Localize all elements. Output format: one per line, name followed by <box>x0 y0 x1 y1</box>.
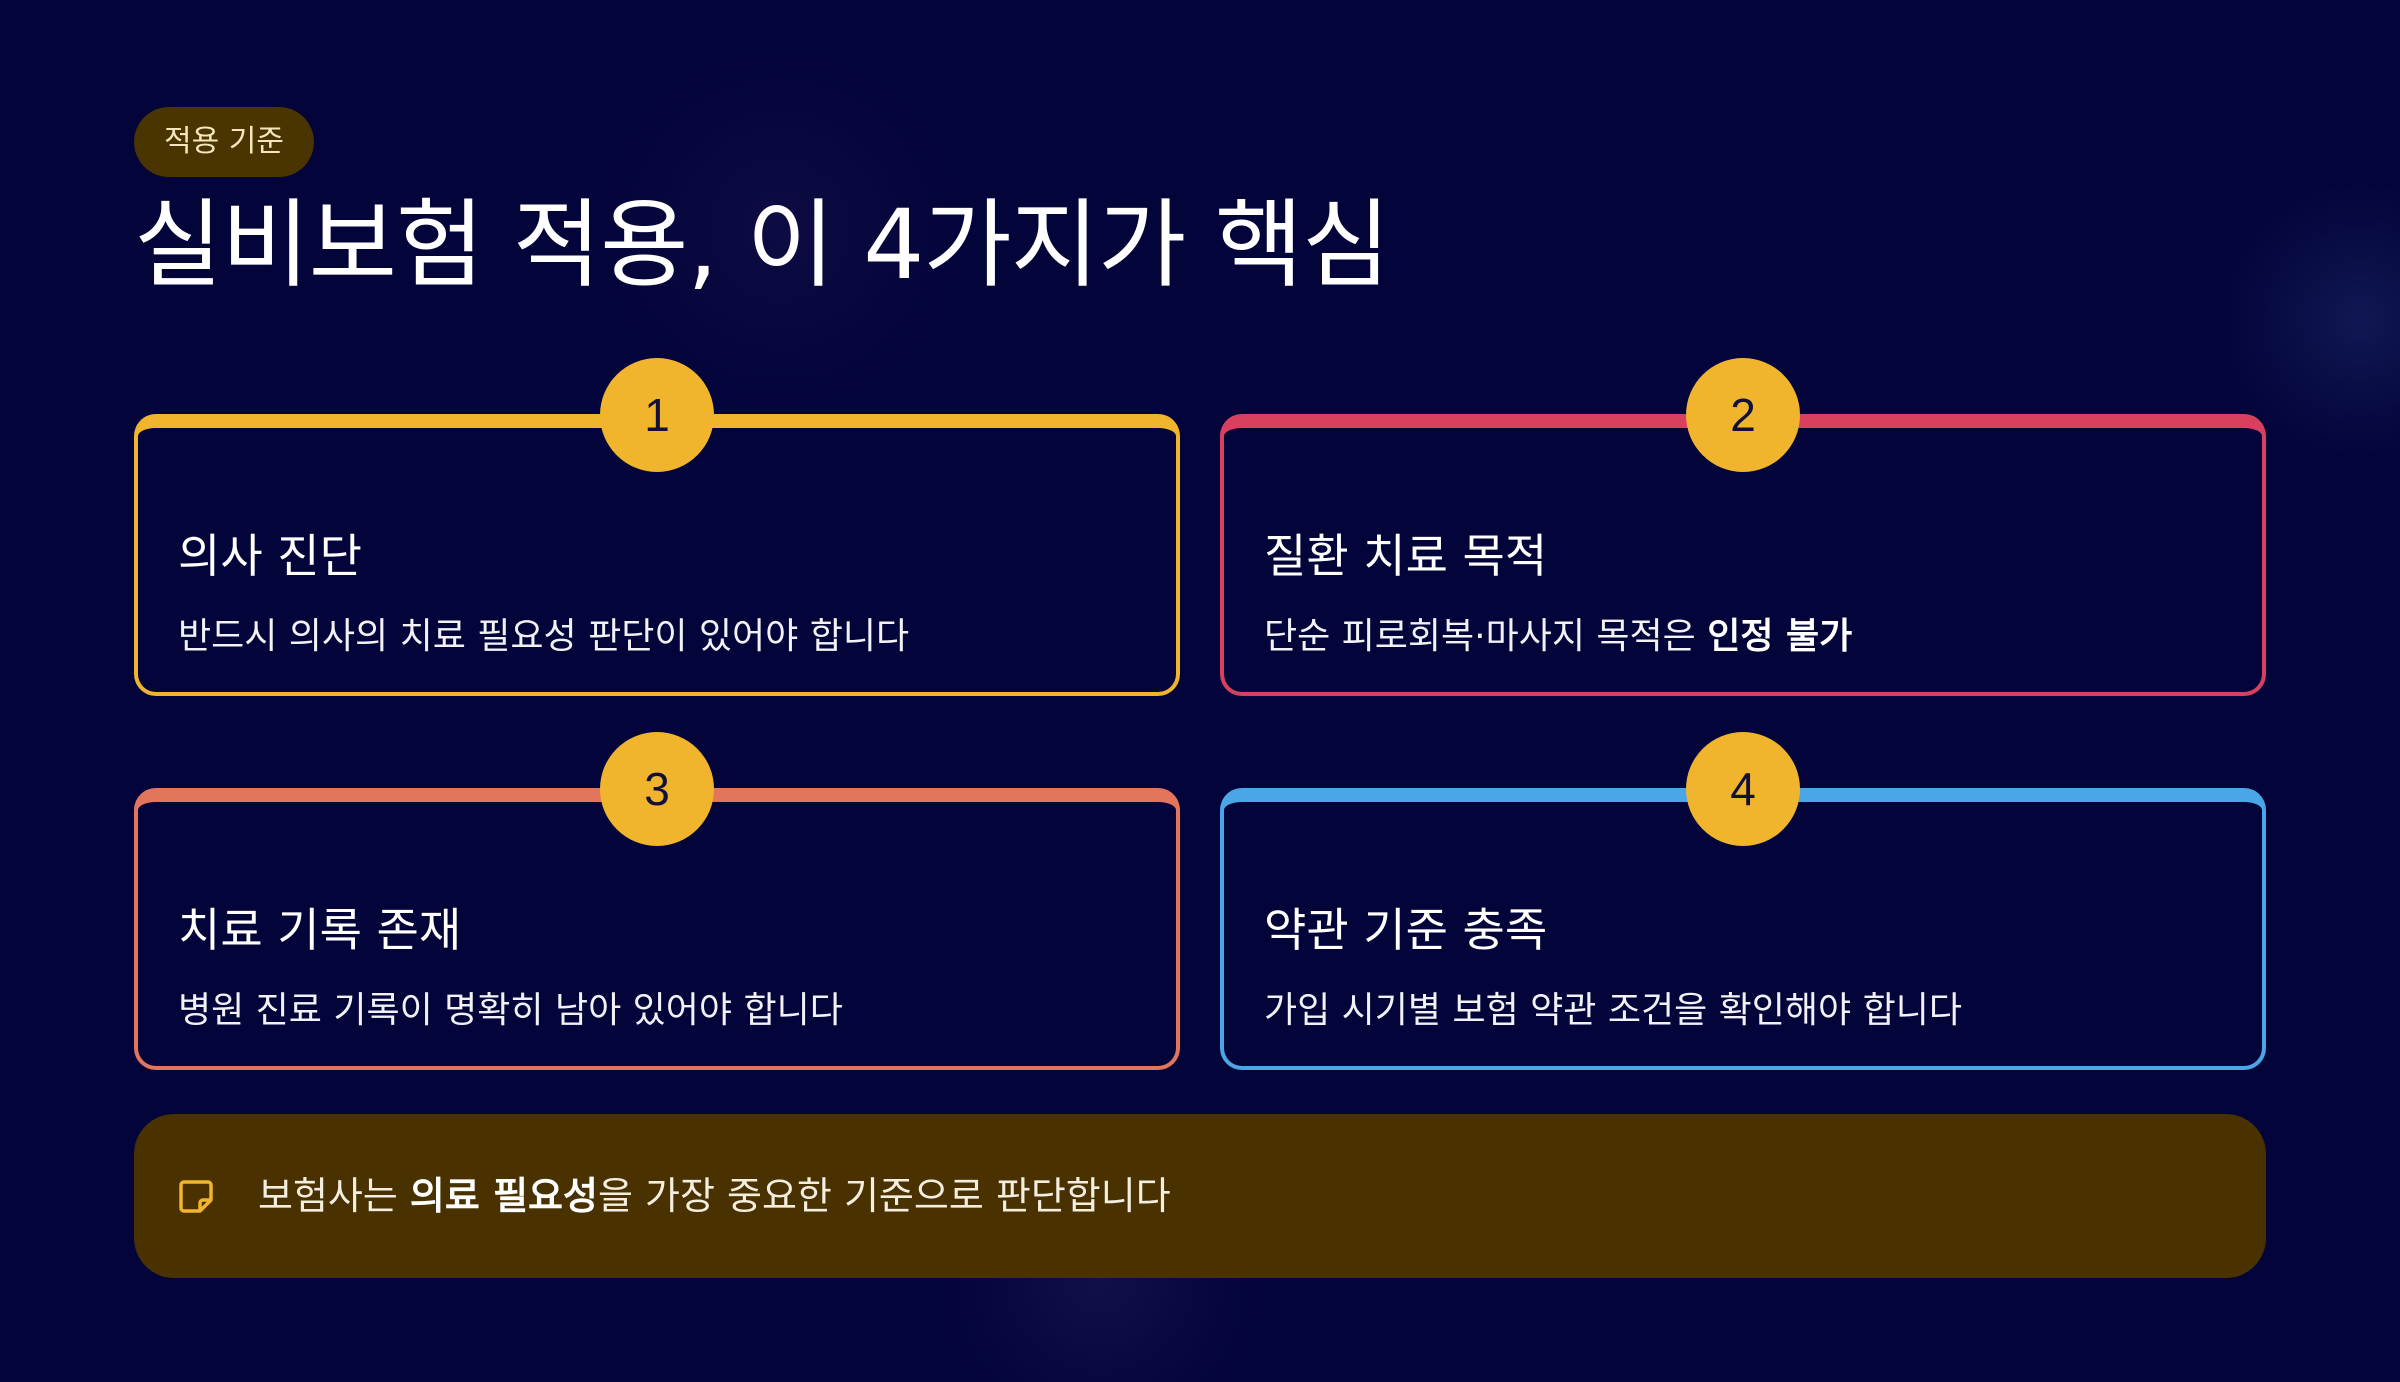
step-number-badge: 4 <box>1686 732 1800 846</box>
key-note-banner: 보험사는 의료 필요성을 가장 중요한 기준으로 판단합니다 <box>134 1114 2266 1278</box>
card-title: 치료 기록 존재 <box>178 903 462 957</box>
criteria-card-4: 4 약관 기준 충족 가입 시기별 보험 약관 조건을 확인해야 합니다 <box>1220 732 2266 1070</box>
card-title: 질환 치료 목적 <box>1264 529 1548 583</box>
criteria-card-2: 2 질환 치료 목적 단순 피로회복·마사지 목적은 인정 불가 <box>1220 358 2266 696</box>
criteria-card-3: 3 치료 기록 존재 병원 진료 기록이 명확히 남아 있어야 합니다 <box>134 732 1180 1070</box>
card-title: 약관 기준 충족 <box>1264 903 1548 957</box>
category-badge: 적용 기준 <box>134 107 314 177</box>
step-number-badge: 3 <box>600 732 714 846</box>
note-text-prefix: 보험사는 <box>258 1174 410 1218</box>
card-description: 반드시 의사의 치료 필요성 판단이 있어야 합니다 <box>178 616 910 657</box>
card-description-emphasis: 인정 불가 <box>1707 616 1853 657</box>
card-description: 가입 시기별 보험 약관 조건을 확인해야 합니다 <box>1264 990 1962 1031</box>
note-text-suffix: 을 가장 중요한 기준으로 판단합니다 <box>597 1174 1171 1218</box>
card-description: 단순 피로회복·마사지 목적은 인정 불가 <box>1264 612 1852 662</box>
step-number-badge: 1 <box>600 358 714 472</box>
page-title: 실비보험 적용, 이 4가지가 핵심 <box>134 189 1390 301</box>
step-number-badge: 2 <box>1686 358 1800 472</box>
note-text-emphasis: 의료 필요성 <box>409 1174 598 1218</box>
note-text: 보험사는 의료 필요성을 가장 중요한 기준으로 판단합니다 <box>258 1169 1171 1223</box>
card-description-text: 단순 피로회복·마사지 목적은 <box>1264 616 1708 657</box>
sticky-note-icon <box>179 1180 213 1213</box>
card-description: 병원 진료 기록이 명확히 남아 있어야 합니다 <box>178 990 843 1031</box>
card-title: 의사 진단 <box>178 529 362 583</box>
criteria-card-1: 1 의사 진단 반드시 의사의 치료 필요성 판단이 있어야 합니다 <box>134 358 1180 696</box>
